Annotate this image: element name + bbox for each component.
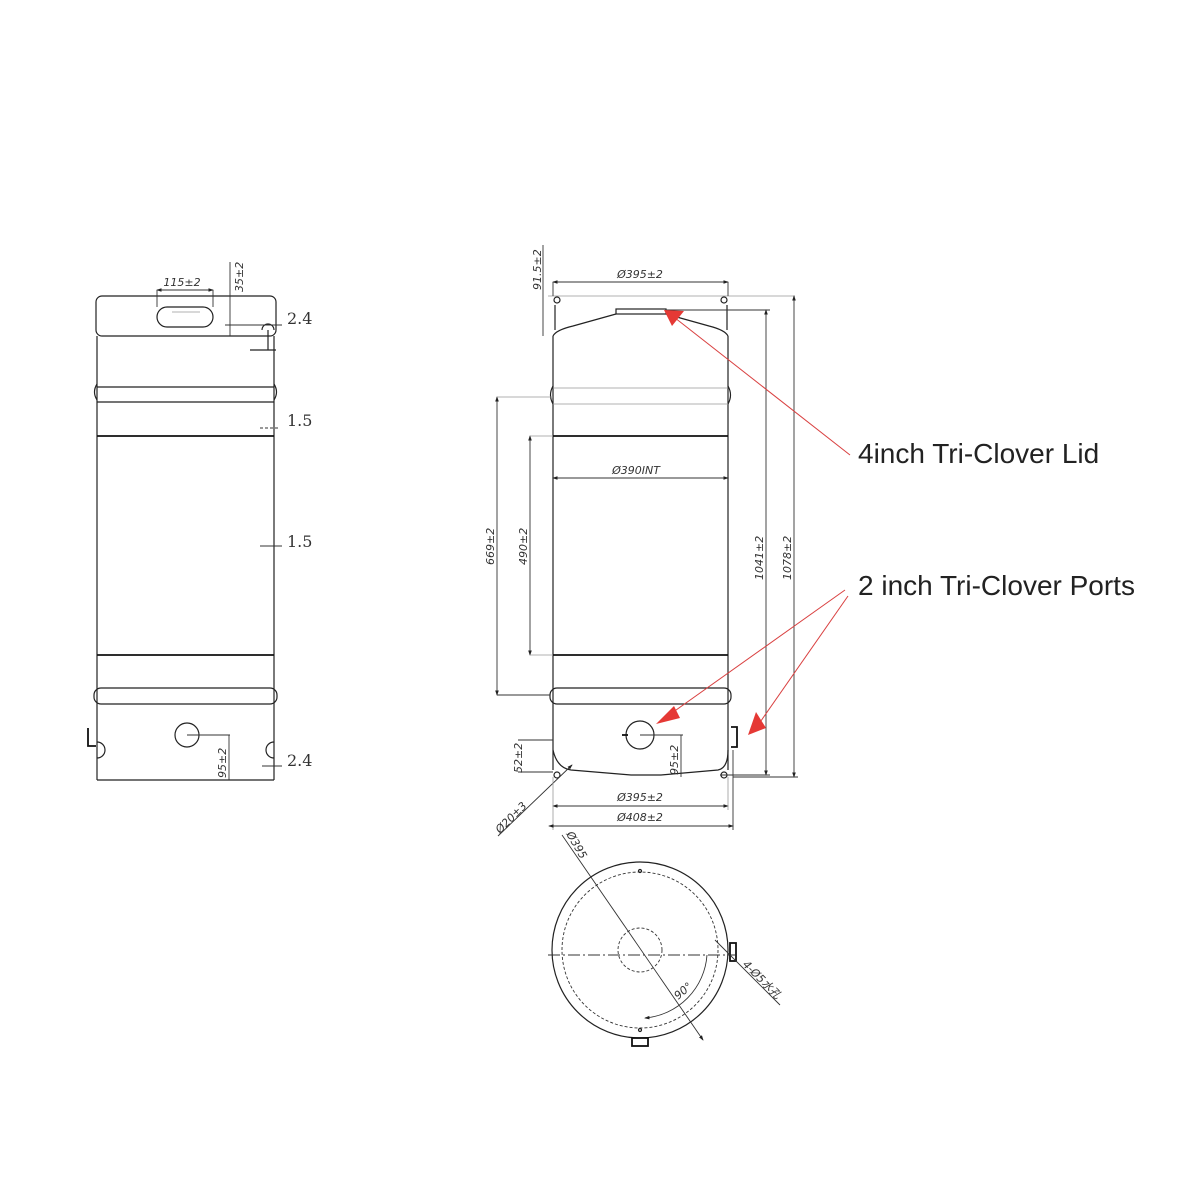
thickness-mid2-label: 1.5 <box>287 532 312 551</box>
slot-height-dim: 35±2 <box>233 262 246 292</box>
thickness-mid1-label: 1.5 <box>287 411 312 430</box>
holes-label: 4-Ø5水孔 <box>740 958 784 1002</box>
thickness-bottom-label: 2.4 <box>287 751 312 770</box>
ports-annotation: 2 inch Tri-Clover Ports <box>858 570 1135 601</box>
slot-width-dim: 115±2 <box>163 276 200 289</box>
height-669-dim: 669±2 <box>484 528 497 565</box>
height-1078-dim: 1078±2 <box>781 536 794 580</box>
side-port-height-dim: 95±2 <box>216 748 229 778</box>
top-view-diameter-dim: Ø395 <box>563 828 590 861</box>
side-view: 115±2 35±2 2.4 1.5 1.5 2.4 95±2 <box>87 262 312 781</box>
thickness-top-label: 2.4 <box>287 309 312 328</box>
lid-arrow-icon <box>664 310 684 326</box>
bottom-diameter-dim: Ø395±2 <box>616 791 663 804</box>
port-height-dim: 95±2 <box>668 745 681 775</box>
annotations: 4inch Tri-Clover Lid 2 inch Tri-Clover P… <box>656 310 1135 735</box>
top-diameter-dim: Ø395±2 <box>616 268 663 281</box>
drain-hole-dim: Ø20±3 <box>492 799 529 836</box>
top-height-dim: 91.5±2 <box>531 249 544 290</box>
bottom-offset-dim: 52±2 <box>512 743 525 773</box>
height-1041-dim: 1041±2 <box>753 536 766 580</box>
side-port-arrow-icon <box>748 712 766 735</box>
inner-diameter-dim: Ø390INT <box>611 464 661 477</box>
top-view: Ø395 4-Ø5水孔 90° <box>548 828 784 1047</box>
lid-annotation: 4inch Tri-Clover Lid <box>858 438 1099 469</box>
skirt-diameter-dim: Ø408±2 <box>616 811 663 824</box>
port-arrow-icon <box>656 706 680 724</box>
front-view: Ø395±2 91.5±2 Ø390INT 669±2 490±2 1041±2… <box>484 245 798 837</box>
height-490-dim: 490±2 <box>517 528 530 565</box>
